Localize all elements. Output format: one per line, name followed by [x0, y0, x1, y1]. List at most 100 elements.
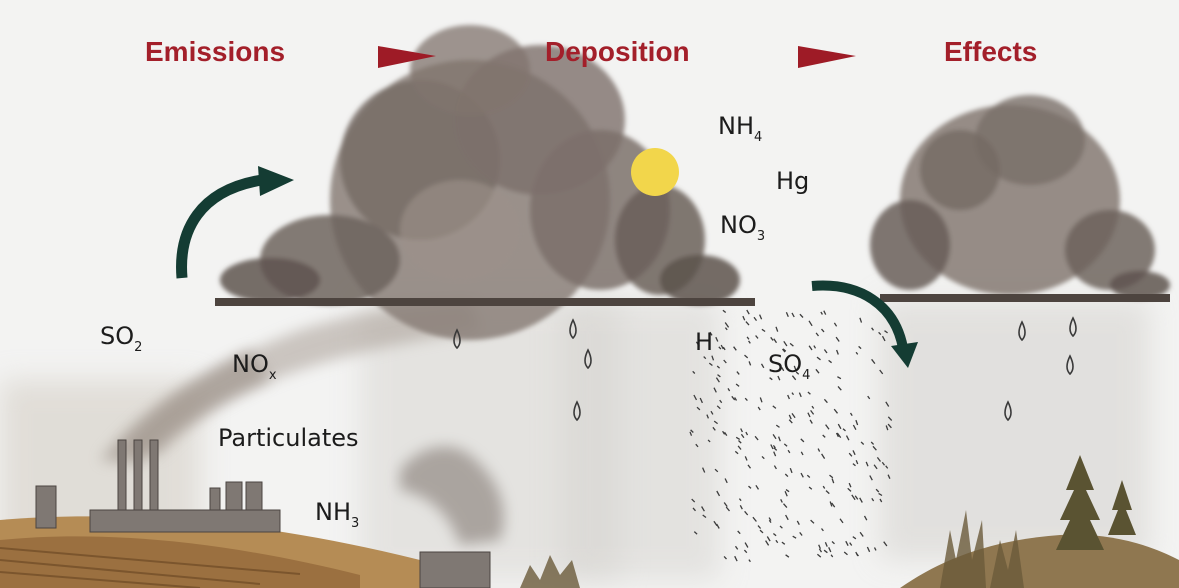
particle [845, 540, 849, 546]
particle [831, 502, 836, 508]
particle [696, 406, 701, 411]
particle [784, 473, 789, 478]
particle [715, 377, 720, 383]
heading-emissions-text: Emissions [145, 36, 286, 67]
particle [865, 461, 869, 467]
conifer-icon [1056, 455, 1104, 550]
particle [769, 377, 773, 381]
particle [734, 545, 739, 550]
particle [815, 368, 820, 374]
particle [833, 408, 839, 414]
particle [791, 413, 796, 419]
particle [822, 485, 826, 489]
particle [773, 451, 777, 457]
particle [766, 536, 771, 542]
particle [727, 388, 731, 392]
heading-emissions: Emissions [145, 36, 285, 68]
particle [785, 514, 789, 521]
particle [828, 547, 832, 553]
particle [810, 519, 815, 524]
particle [759, 314, 763, 320]
particle [773, 465, 777, 470]
particle [748, 361, 752, 366]
particle [689, 431, 693, 436]
particle [835, 336, 840, 342]
particle [854, 495, 859, 500]
stage-arrow-icon [378, 46, 436, 68]
particle [746, 336, 750, 340]
particle [887, 423, 892, 429]
particle [808, 345, 813, 351]
raindrop-icon [1069, 316, 1077, 338]
particle [708, 362, 713, 367]
particle [806, 474, 811, 478]
particle [693, 531, 698, 535]
particle [881, 335, 886, 342]
particle [723, 431, 728, 436]
factory [35, 439, 491, 588]
particle [833, 322, 838, 327]
so4-sub: 4 [802, 368, 811, 383]
so4-base: SO [768, 350, 803, 378]
particle [722, 430, 726, 435]
particle [731, 395, 736, 401]
particle [789, 467, 793, 474]
particle [775, 326, 779, 332]
particle [808, 320, 813, 327]
particle [783, 443, 788, 447]
particle [716, 405, 721, 410]
heading-effects-text: Effects [944, 36, 1038, 67]
particle [829, 501, 833, 507]
raindrop-icon [453, 328, 461, 350]
particle [760, 363, 765, 369]
label-hg: Hg [776, 167, 809, 195]
particle [822, 434, 826, 438]
particle [712, 426, 716, 431]
particle [716, 523, 720, 529]
dry-deposition-particles [689, 309, 893, 563]
so2-sub: 2 [134, 340, 143, 355]
particle [820, 311, 823, 315]
particle [702, 514, 707, 519]
label-nh3: NH3 [315, 498, 359, 531]
particle [816, 553, 822, 558]
label-particulates: Particulates [218, 424, 359, 452]
particle [859, 317, 863, 323]
particle [723, 555, 727, 560]
particle [784, 491, 788, 497]
particle [744, 354, 749, 359]
particle [692, 507, 696, 512]
particle [789, 342, 794, 347]
particle [824, 542, 828, 547]
particle [798, 392, 802, 398]
deposition-cloud [220, 25, 740, 340]
particle [723, 359, 727, 364]
particle [852, 536, 857, 540]
particle [701, 506, 705, 512]
particle [867, 395, 871, 400]
particle [809, 419, 813, 424]
particle [815, 332, 820, 337]
particle [715, 336, 719, 342]
raindrop-icon [569, 318, 577, 340]
particle [747, 464, 752, 469]
particle [718, 346, 722, 350]
raindrop-icon [573, 400, 581, 422]
particle [870, 441, 875, 445]
particle [755, 335, 759, 339]
particle [785, 554, 790, 558]
power-plant [419, 551, 491, 588]
particle [799, 532, 803, 536]
heading-deposition: Deposition [545, 36, 690, 68]
particle [703, 356, 707, 360]
particle [872, 445, 877, 451]
particle [773, 447, 778, 451]
particle [845, 435, 850, 441]
particle [782, 348, 786, 353]
particle [720, 344, 724, 350]
particle [719, 399, 723, 404]
particle [855, 419, 859, 426]
particle [831, 541, 835, 545]
particle [825, 490, 830, 495]
particle [791, 375, 797, 381]
